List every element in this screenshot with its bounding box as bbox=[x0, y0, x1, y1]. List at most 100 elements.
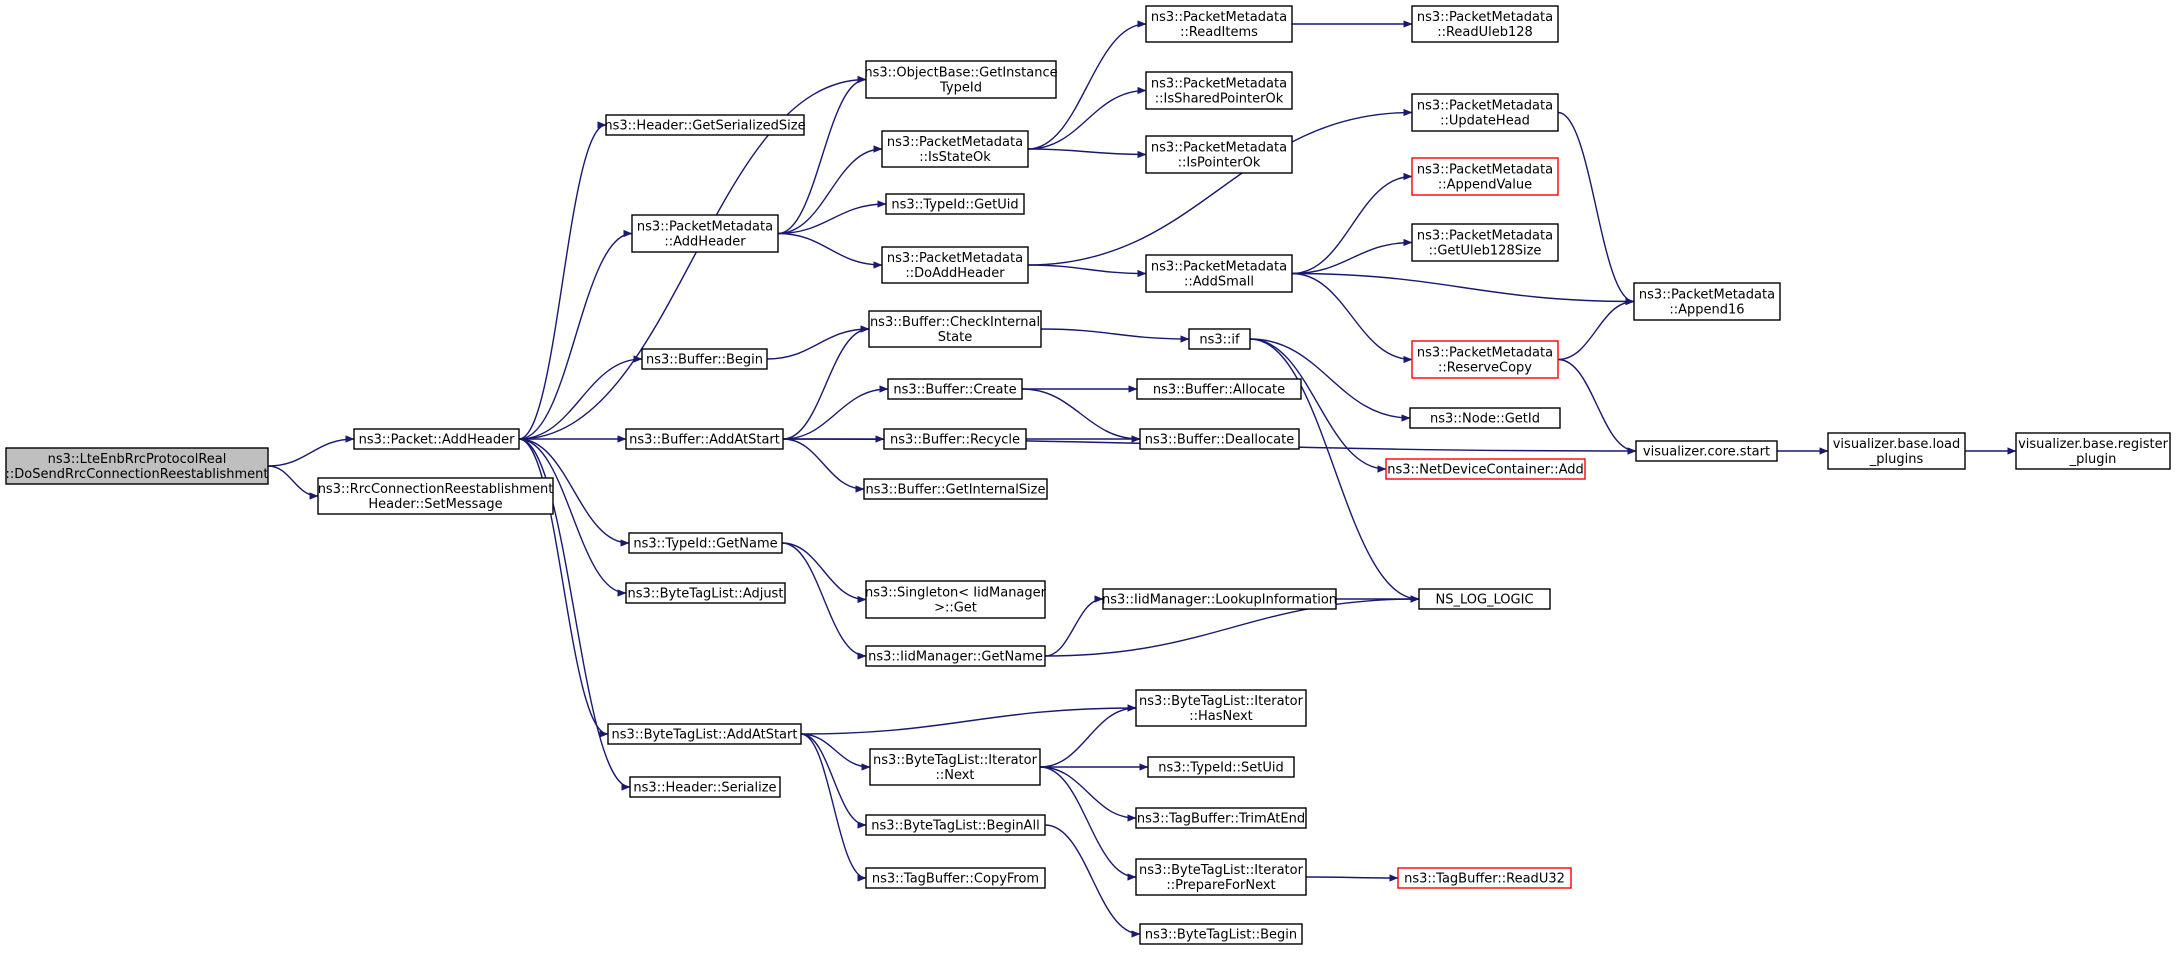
node-pm-issharedpointerok[interactable]: ns3::PacketMetadata::IsSharedPointerOk bbox=[1145, 71, 1293, 110]
edge-arrow bbox=[267, 435, 355, 467]
node-label-line: ns3::TagBuffer::TrimAtEnd bbox=[1137, 812, 1305, 827]
node-label-line: ns3::TypeId::SetUid bbox=[1158, 761, 1283, 776]
node-label-line: State bbox=[938, 330, 972, 345]
edge-root-to-rrc_setmessage bbox=[267, 465, 319, 500]
edge-arrow bbox=[1044, 595, 1104, 657]
node-label-line: ::ReserveCopy bbox=[1438, 361, 1532, 376]
node-pm-isstateok[interactable]: ns3::PacketMetadata::IsStateOk bbox=[881, 130, 1029, 168]
node-layer: ns3::LteEnbRrcProtocolReal::DoSendRrcCon… bbox=[5, 5, 2171, 945]
edge-layer bbox=[267, 20, 2017, 938]
node-iidmanager-getname[interactable]: ns3::IidManager::GetName bbox=[865, 645, 1046, 667]
node-rrc-setmessage[interactable]: ns3::RrcConnectionReestablishmentHeader:… bbox=[317, 477, 554, 515]
node-btl-begin[interactable]: ns3::ByteTagList::Begin bbox=[1139, 923, 1303, 945]
edge-arrow bbox=[800, 733, 867, 882]
node-buffer-getinternalsize[interactable]: ns3::Buffer::GetInternalSize bbox=[863, 478, 1048, 500]
node-pm-readuleb128[interactable]: ns3::PacketMetadata::ReadUleb128 bbox=[1411, 5, 1559, 43]
node-label-line: ns3::ByteTagList::AddAtStart bbox=[612, 728, 798, 743]
node-buffer-allocate[interactable]: ns3::Buffer::Allocate bbox=[1136, 378, 1302, 400]
node-vis-load-plugins[interactable]: visualizer.base.load_plugins bbox=[1827, 432, 1966, 470]
node-btl-adjust[interactable]: ns3::ByteTagList::Adjust bbox=[625, 582, 786, 604]
node-buffer-create[interactable]: ns3::Buffer::Create bbox=[887, 378, 1023, 400]
node-singleton-get[interactable]: ns3::Singleton< IidManager >::Get bbox=[865, 580, 1047, 619]
edge-pm_addheader-to-objectbase_getinstancetypeid bbox=[777, 75, 867, 235]
node-pm-append16[interactable]: ns3::PacketMetadata::Append16 bbox=[1633, 282, 1781, 321]
node-typeid-getname[interactable]: ns3::TypeId::GetName bbox=[628, 532, 783, 554]
node-node-getid[interactable]: ns3::Node::GetId bbox=[1409, 407, 1561, 429]
node-label-line: ns3::NetDeviceContainer::Add bbox=[1387, 463, 1584, 478]
node-box bbox=[1409, 407, 1561, 429]
node-box bbox=[1418, 588, 1551, 610]
node-btl-beginall[interactable]: ns3::ByteTagList::BeginAll bbox=[865, 814, 1046, 836]
node-buffer-begin[interactable]: ns3::Buffer::Begin bbox=[641, 348, 768, 370]
edge-arrow bbox=[1027, 20, 1147, 150]
edge-arrow bbox=[518, 438, 627, 597]
node-pm-ispointerok[interactable]: ns3::PacketMetadata::IsPointerOk bbox=[1145, 135, 1293, 174]
edge-arrow bbox=[518, 75, 867, 440]
node-label-line: ::HasNext bbox=[1189, 709, 1253, 724]
node-pm-appendvalue[interactable]: ns3::PacketMetadata::AppendValue bbox=[1411, 157, 1559, 196]
edge-typeid_getname-to-iidmanager_getname bbox=[781, 542, 867, 660]
node-label-line: ns3::PacketMetadata bbox=[1417, 229, 1553, 244]
node-tagbuffer-copyfrom[interactable]: ns3::TagBuffer::CopyFrom bbox=[865, 867, 1046, 889]
node-label-line: ::DoAddHeader bbox=[905, 266, 1005, 281]
node-pm-doaddheader[interactable]: ns3::PacketMetadata::DoAddHeader bbox=[881, 246, 1029, 284]
node-header-serialize[interactable]: ns3::Header::Serialize bbox=[629, 776, 781, 798]
node-typeid-getuid[interactable]: ns3::TypeId::GetUid bbox=[885, 193, 1025, 215]
node-label-line: ns3::Buffer::Begin bbox=[646, 353, 763, 368]
node-label-line: ns3::PacketMetadata bbox=[887, 251, 1023, 266]
node-box bbox=[605, 114, 805, 136]
node-label-line: ns3::ByteTagList::Begin bbox=[1145, 928, 1297, 943]
node-tagbuffer-trimatend[interactable]: ns3::TagBuffer::TrimAtEnd bbox=[1135, 807, 1307, 829]
node-box bbox=[353, 428, 520, 450]
node-ns3-if[interactable]: ns3::if bbox=[1188, 328, 1251, 350]
node-box bbox=[887, 378, 1023, 400]
node-btli-preparefornext[interactable]: ns3::ByteTagList::Iterator::PrepareForNe… bbox=[1135, 858, 1307, 896]
node-vis-register-plugin[interactable]: visualizer.base.register_plugin bbox=[2015, 432, 2171, 470]
edge-pm_reservecopy-to-vis_core_start bbox=[1557, 358, 1637, 455]
edge-pm_addsmall-to-pm_append16 bbox=[1291, 272, 1635, 306]
node-iidmanager-lookupinformation[interactable]: ns3::IidManager::LookupInformation bbox=[1102, 588, 1337, 610]
node-label-line: ::Next bbox=[935, 768, 974, 783]
node-root[interactable]: ns3::LteEnbRrcProtocolReal::DoSendRrcCon… bbox=[5, 447, 269, 485]
node-pm-reservecopy[interactable]: ns3::PacketMetadata::ReserveCopy bbox=[1411, 340, 1559, 379]
node-box bbox=[1411, 157, 1559, 196]
node-btli-next[interactable]: ns3::ByteTagList::Iterator::Next bbox=[869, 748, 1041, 786]
node-pm-addsmall[interactable]: ns3::PacketMetadata::AddSmall bbox=[1145, 254, 1293, 293]
node-box bbox=[1188, 328, 1251, 350]
node-box bbox=[631, 214, 779, 253]
node-pm-readitems[interactable]: ns3::PacketMetadata::ReadItems bbox=[1145, 5, 1293, 43]
edge-arrow bbox=[782, 438, 865, 493]
node-vis-core-start[interactable]: visualizer.core.start bbox=[1635, 440, 1778, 462]
edge-btl_addatstart-to-tagbuffer_copyfrom bbox=[800, 733, 867, 882]
node-box bbox=[881, 130, 1029, 168]
node-btli-hasnext[interactable]: ns3::ByteTagList::Iterator::HasNext bbox=[1135, 689, 1307, 727]
node-buffer-addatstart[interactable]: ns3::Buffer::AddAtStart bbox=[625, 428, 784, 450]
edge-arrow bbox=[1039, 766, 1137, 881]
edge-root-to-packet_addheader bbox=[267, 435, 355, 467]
node-tagbuffer-readu32[interactable]: ns3::TagBuffer::ReadU32 bbox=[1397, 867, 1572, 889]
edge-pm_addsmall-to-pm_getuleb128size bbox=[1291, 238, 1413, 275]
node-box bbox=[625, 428, 784, 450]
node-buffer-deallocate[interactable]: ns3::Buffer::Deallocate bbox=[1139, 428, 1300, 450]
edge-btli_next-to-btli_preparefornext bbox=[1039, 766, 1137, 881]
edge-arrow bbox=[1039, 766, 1137, 822]
node-pm-updatehead[interactable]: ns3::PacketMetadata::UpdateHead bbox=[1411, 93, 1559, 132]
edge-arrow bbox=[1249, 338, 1387, 473]
node-btl-addatstart[interactable]: ns3::ByteTagList::AddAtStart bbox=[607, 723, 802, 745]
node-ndc-add[interactable]: ns3::NetDeviceContainer::Add bbox=[1385, 458, 1586, 480]
node-header-getserializedsize[interactable]: ns3::Header::GetSerializedSize bbox=[604, 114, 806, 136]
node-label-line: ns3::ByteTagList::BeginAll bbox=[871, 819, 1039, 834]
node-buffer-recycle[interactable]: ns3::Buffer::Recycle bbox=[883, 428, 1027, 450]
node-pm-addheader[interactable]: ns3::PacketMetadata::AddHeader bbox=[631, 214, 779, 253]
edge-btl_addatstart-to-btl_beginall bbox=[800, 733, 867, 829]
node-box bbox=[1135, 858, 1307, 896]
edge-arrow bbox=[1249, 338, 1420, 603]
node-pm-getuleb128size[interactable]: ns3::PacketMetadata::GetUleb128Size bbox=[1411, 223, 1559, 262]
node-typeid-setuid[interactable]: ns3::TypeId::SetUid bbox=[1147, 756, 1295, 778]
node-packet-addheader[interactable]: ns3::Packet::AddHeader bbox=[353, 428, 520, 450]
node-label-line: ::AppendValue bbox=[1438, 178, 1532, 193]
node-ns-log-logic[interactable]: NS_LOG_LOGIC bbox=[1418, 588, 1551, 610]
